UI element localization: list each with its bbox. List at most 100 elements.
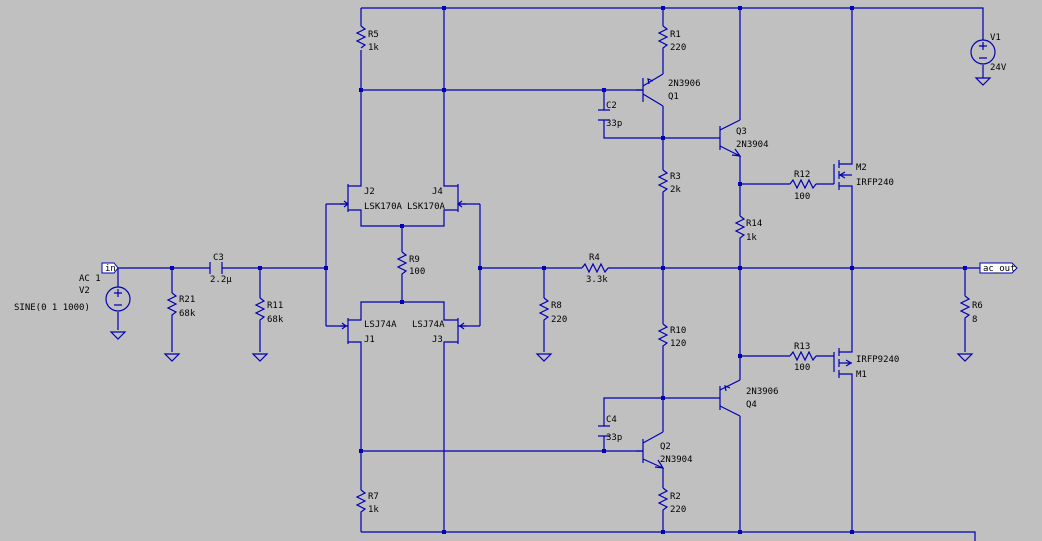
label-q3-val: 2N3904	[736, 140, 769, 150]
resistor-r6	[959, 295, 971, 322]
label-q3-ref: Q3	[736, 127, 747, 137]
label-j1-ref: J1	[364, 335, 375, 345]
resistor-r9	[396, 251, 408, 278]
component-labels: R5 1k R1 220 2N3906 Q1 C2 33p Q3 2N3904 …	[14, 30, 1007, 515]
label-c4-ref: C4	[606, 415, 617, 425]
bjt-q4	[719, 379, 741, 417]
capacitor-c3	[209, 262, 223, 274]
label-r14-ref: R14	[746, 219, 762, 229]
label-r7-ref: R7	[368, 492, 379, 502]
capacitor-c4	[598, 425, 610, 437]
label-c3-val: 2.2µ	[210, 275, 232, 285]
label-m2-ref: M2	[856, 163, 867, 173]
label-r12-val: 100	[794, 192, 810, 202]
mosfet-m2	[833, 158, 853, 190]
label-v1-val: 24V	[990, 63, 1007, 73]
resistor-r14	[734, 215, 746, 242]
label-r9-val: 100	[409, 267, 425, 277]
junctions	[170, 6, 967, 534]
label-r8-ref: R8	[551, 301, 562, 311]
label-j2-ref: J2	[364, 187, 375, 197]
label-q4-val: 2N3906	[746, 387, 779, 397]
label-r13-ref: R13	[794, 342, 810, 352]
label-r3-ref: R3	[670, 172, 681, 182]
resistor-r7	[355, 489, 367, 516]
out-flag-label: ac_out	[983, 264, 1016, 274]
jfet-j4	[443, 184, 466, 212]
source-v2	[105, 286, 131, 312]
label-r7-val: 1k	[368, 505, 379, 515]
in-flag-label: in	[105, 264, 116, 274]
label-r3-val: 2k	[670, 185, 681, 195]
label-j3-ref: J3	[432, 335, 443, 345]
label-j4-ref: J4	[432, 187, 443, 197]
label-r2-ref: R2	[670, 492, 681, 502]
label-r21-val: 68k	[179, 309, 196, 319]
resistor-r11	[254, 297, 266, 324]
resistor-r1	[657, 25, 669, 52]
label-r11-ref: R11	[267, 301, 283, 311]
label-c2-val: 33p	[606, 119, 622, 129]
resistors	[166, 25, 971, 516]
label-r11-val: 68k	[267, 315, 284, 325]
resistor-r10	[657, 323, 669, 350]
label-q2-val: 2N3904	[660, 455, 693, 465]
label-r13-val: 100	[794, 363, 810, 373]
grounds	[109, 77, 992, 362]
label-r6-val: 8	[972, 315, 977, 325]
resistor-r3	[657, 169, 669, 196]
ground-r21	[163, 353, 181, 362]
label-j4-val: LSK170A	[407, 202, 446, 212]
ground-r11	[251, 353, 269, 362]
resistor-r21	[166, 292, 178, 319]
label-c2-ref: C2	[606, 101, 617, 111]
label-m2-val: IRFP240	[856, 178, 894, 188]
label-m1-val: IRFP9240	[856, 355, 899, 365]
label-v2-ref: V2	[79, 286, 90, 296]
label-r9-ref: R9	[409, 255, 420, 265]
source-v1	[970, 39, 996, 65]
label-q1-val: 2N3906	[668, 79, 701, 89]
out-flag	[979, 262, 1018, 274]
resistor-r12	[789, 178, 817, 190]
resistor-r2	[657, 487, 669, 514]
wires	[108, 7, 984, 541]
label-r4-ref: R4	[589, 253, 600, 263]
bjt-q3	[719, 119, 742, 157]
ground-r6	[956, 353, 974, 362]
label-r2-val: 220	[670, 505, 686, 515]
resistor-r4	[581, 262, 609, 274]
label-r21-ref: R21	[179, 295, 195, 305]
ground-r8	[535, 353, 553, 362]
sources	[105, 39, 996, 312]
label-r10-ref: R10	[670, 326, 686, 336]
ground-v2	[109, 331, 127, 340]
label-v2-ac: AC 1	[79, 274, 101, 284]
jfets	[340, 184, 466, 344]
capacitor-c2	[598, 109, 610, 121]
label-r14-val: 1k	[746, 233, 757, 243]
label-q2-ref: Q2	[660, 442, 671, 452]
bjt-q1	[636, 73, 664, 107]
label-c4-val: 33p	[606, 433, 622, 443]
net-flags: in ac_out	[101, 262, 1018, 274]
jfet-j3	[443, 318, 466, 344]
label-q4-ref: Q4	[746, 400, 757, 410]
label-r5-ref: R5	[368, 30, 379, 40]
in-flag	[101, 262, 119, 274]
label-c3-ref: C3	[213, 253, 224, 263]
label-j1-val: LSJ74A	[364, 320, 397, 330]
mosfet-m1	[833, 348, 853, 384]
label-v1-ref: V1	[990, 33, 1001, 43]
bjts	[636, 73, 742, 469]
label-v2-val: SINE(0 1 1000)	[14, 303, 90, 313]
ground-v1	[974, 77, 992, 86]
label-r8-val: 220	[551, 315, 567, 325]
capacitors	[209, 109, 610, 437]
label-r10-val: 120	[670, 339, 686, 349]
label-r5-val: 1k	[368, 43, 379, 53]
resistor-r8	[538, 297, 550, 324]
bjt-q2	[636, 431, 665, 469]
label-j2-val: LSK170A	[364, 202, 403, 212]
